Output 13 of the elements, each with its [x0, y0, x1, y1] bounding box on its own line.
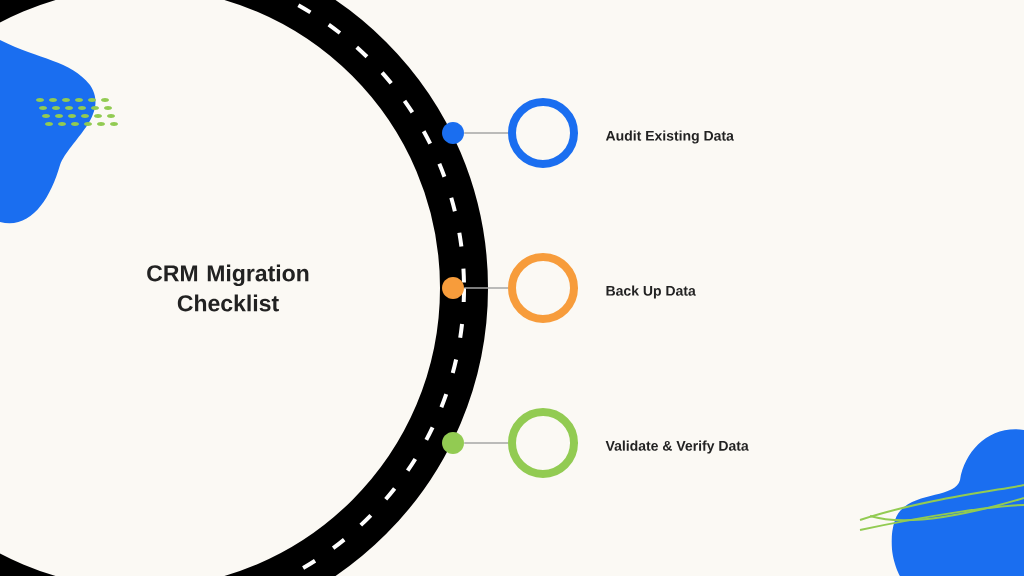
connector-line [463, 287, 509, 289]
step-label: Audit Existing Data [605, 130, 734, 144]
ring [508, 408, 578, 478]
connector-line [463, 132, 509, 134]
title: CRM Migration Checklist [147, 264, 309, 312]
dot [442, 277, 464, 299]
connector-line [463, 442, 509, 444]
step-label: Back Up Data [606, 285, 696, 299]
dot [442, 432, 464, 454]
ring [508, 98, 578, 168]
dot [442, 122, 464, 144]
step-label: Validate & Verify Data [605, 440, 749, 454]
ring [508, 253, 578, 323]
